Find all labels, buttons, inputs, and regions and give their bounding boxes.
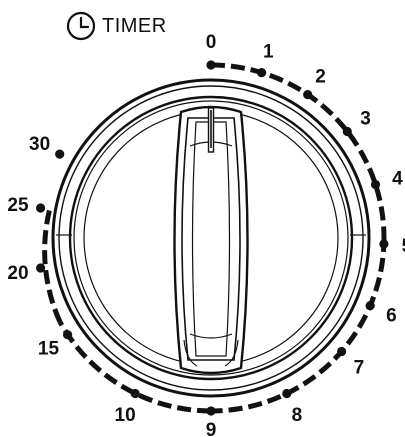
dial-track [42, 62, 387, 414]
mark-label-10: 10 [115, 405, 136, 426]
mark-label-3: 3 [360, 108, 371, 129]
mark-label-5: 5 [402, 236, 405, 257]
mark-dot-3 [342, 126, 352, 137]
mark-label-25: 25 [7, 195, 29, 216]
mark-label-6: 6 [386, 306, 397, 327]
mark-label-2: 2 [315, 67, 326, 88]
mark-dot-2 [303, 90, 313, 100]
mark-label-4: 4 [392, 168, 403, 189]
timer-header: TIMER [66, 8, 167, 44]
knob-pointer [207, 107, 215, 153]
mark-label-30: 30 [29, 134, 50, 155]
mark-dot-5 [379, 239, 389, 249]
mark-label-9: 9 [206, 420, 217, 437]
mark-dot-4 [370, 179, 381, 190]
mark-dot-20 [36, 263, 46, 273]
mark-label-8: 8 [292, 405, 303, 426]
mark-dot-25 [36, 203, 46, 213]
mark-dot-10 [130, 388, 140, 399]
clock-icon [66, 11, 96, 41]
mark-label-7: 7 [354, 358, 365, 379]
dial-marks: 0 1 2 3 4 5 6 7 8 9 10 15 20 25 30 [7, 32, 405, 437]
mark-dot-6 [365, 301, 375, 311]
mark-dot-15 [63, 330, 73, 340]
mark-dot-1 [257, 68, 267, 78]
mark-label-20: 20 [7, 263, 28, 284]
timer-title: TIMER [102, 14, 167, 37]
mark-dot-7 [337, 346, 347, 357]
mark-label-0: 0 [206, 32, 217, 53]
mark-dot-0 [206, 60, 216, 70]
mark-label-15: 15 [38, 339, 60, 360]
mark-dot-30 [55, 149, 65, 159]
knob-grip[interactable] [173, 105, 249, 375]
mark-label-1: 1 [263, 42, 274, 63]
mark-dot-9 [206, 406, 216, 416]
mark-dot-8 [282, 388, 292, 399]
